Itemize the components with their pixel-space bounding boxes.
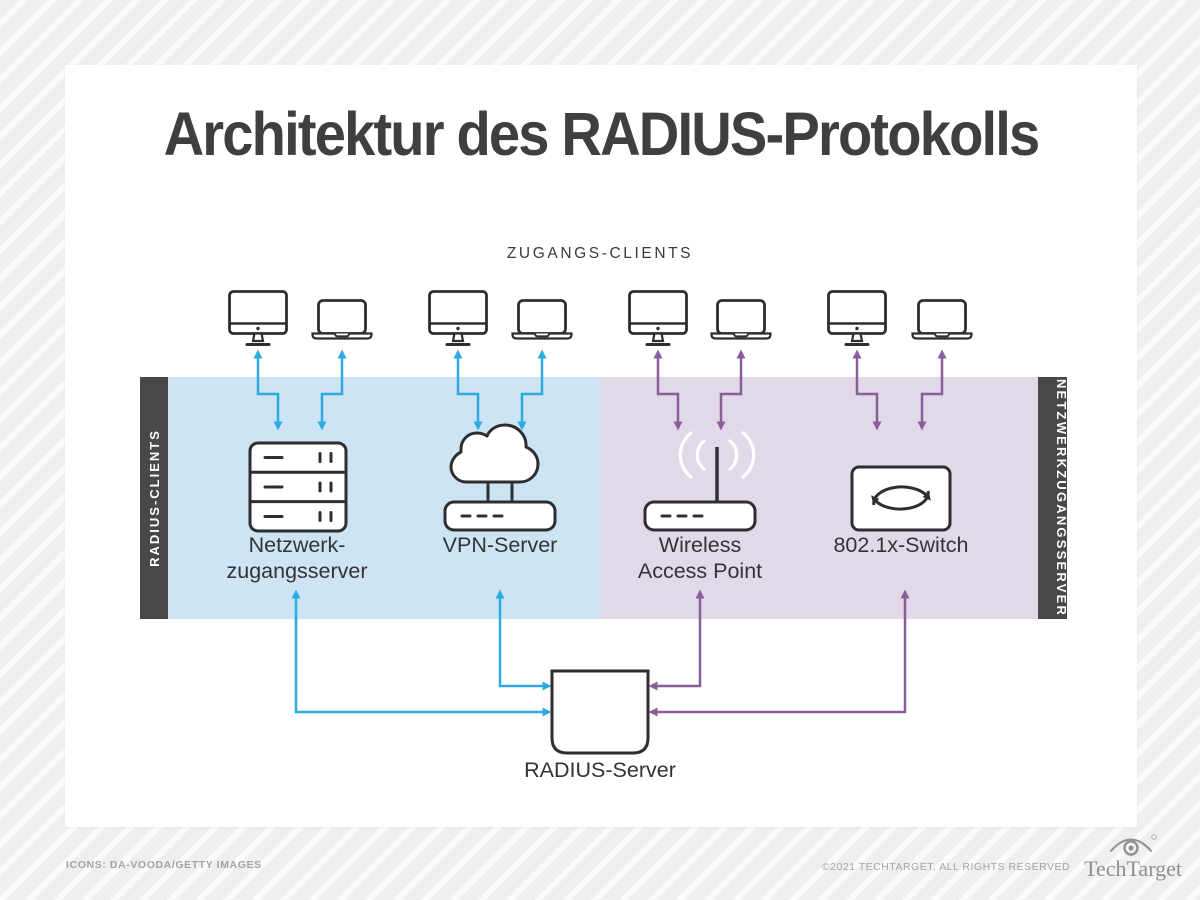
left-side-bar-label: RADIUS-CLIENTS: [147, 429, 162, 567]
wireless-access-point-icon: [643, 431, 757, 532]
client-link-arrow-purple: [653, 349, 683, 431]
left-side-bar: [140, 377, 168, 619]
desktop-computer-icon: [628, 290, 688, 346]
techtarget-logo: TechTarget: [1084, 833, 1182, 880]
radius-server-label: RADIUS-Server: [524, 758, 676, 782]
desktop-computer-icon: [428, 290, 488, 346]
access-clients-heading: ZUGANGS-CLIENTS: [507, 245, 693, 262]
switch-label: 802.1x-Switch: [833, 533, 968, 557]
right-side-bar: [1038, 377, 1067, 619]
client-link-arrow-blue: [517, 349, 547, 431]
radius-server-box: [550, 669, 650, 755]
copyright-text: ©2021 TECHTARGET. ALL RIGHTS RESERVED: [821, 861, 1071, 873]
right-side-bar-label: NETZWERKZUGANGSSERVER: [1054, 379, 1069, 617]
vpn-to-radius-arrow: [495, 589, 552, 691]
laptop-icon: [511, 299, 573, 340]
switch-to-radius-arrow: [648, 589, 910, 717]
laptop-icon: [710, 299, 772, 340]
footer-right: ©2021 TECHTARGET. ALL RIGHTS RESERVED Te…: [822, 833, 1182, 880]
nas-label-line1: Netzwerk-: [249, 533, 346, 557]
cloud-router-icon: [443, 423, 557, 532]
client-link-arrow-purple: [917, 349, 947, 431]
client-link-arrow-blue: [317, 349, 347, 431]
sync-arrows-switch-icon: [850, 465, 952, 532]
client-link-arrow-purple: [852, 349, 882, 431]
client-link-arrow-purple: [716, 349, 746, 431]
laptop-icon: [911, 299, 973, 340]
desktop-computer-icon: [228, 290, 288, 346]
laptop-icon: [311, 299, 373, 340]
server-rack-icon: [248, 441, 348, 533]
nas-label-line2: zugangsserver: [226, 559, 367, 583]
client-link-arrow-blue: [253, 349, 283, 431]
nas-to-radius-arrow: [291, 589, 552, 717]
icon-credits: ICONS: DA-VOODA/GETTY IMAGES: [66, 859, 262, 871]
techtarget-eye-icon: [1110, 834, 1157, 856]
client-link-arrow-blue: [453, 349, 483, 431]
page-title: Architektur des RADIUS-Protokolls: [163, 100, 1041, 168]
wap-label-line2: Access Point: [638, 559, 762, 583]
wap-label-line1: Wireless: [659, 533, 741, 557]
desktop-computer-icon: [827, 290, 887, 346]
techtarget-wordmark: TechTarget: [1084, 856, 1182, 881]
vpn-label: VPN-Server: [443, 533, 558, 557]
